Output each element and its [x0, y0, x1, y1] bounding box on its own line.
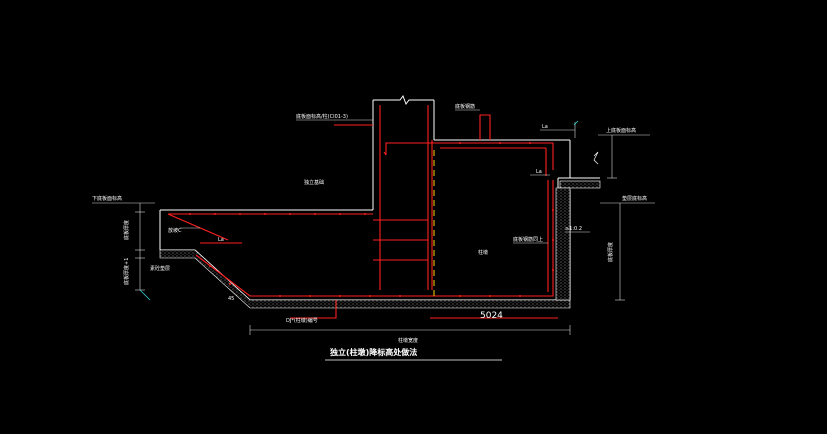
label-right-elev: 垫层底标高	[622, 195, 647, 202]
label-rebar-note: 底板钢筋同上	[513, 236, 543, 243]
label-top-left-slab: 底板面标高/柱(CI01-3)	[296, 113, 348, 120]
label-mid-right: 柱墩	[478, 249, 488, 256]
label-left-vert-2: 底板厚度+1	[123, 258, 130, 285]
cyan-marks	[139, 120, 579, 301]
dimension-lines	[92, 109, 655, 361]
label-bottom-mid: 柱墩宽度	[398, 337, 418, 344]
label-left-elev: 下底板面标高	[92, 195, 122, 202]
label-left-slope: 放坡C	[168, 227, 182, 234]
label-slope-dim: ≥1:0.2	[565, 226, 582, 232]
label-mid-left: 独立基础	[304, 179, 324, 186]
label-left-pad: 素砼垫层	[150, 265, 170, 272]
label-right-vert: 底板厚度	[607, 242, 614, 262]
label-la-1: La	[218, 237, 224, 243]
label-top-right-elev: 上底板面标高	[606, 127, 636, 134]
drawing-title: 独立(柱墩)降标高处做法	[329, 347, 417, 357]
label-left-vert-1: 底板厚度	[123, 220, 130, 240]
break-mark	[593, 151, 599, 165]
label-dim-5024: 5024	[480, 311, 503, 321]
label-bottom-left: DJ*(柱墩)编号	[286, 317, 318, 324]
label-dim-left: 45	[228, 296, 234, 302]
label-top-right-rebar: 底板钢筋	[455, 103, 475, 110]
rebar	[167, 105, 558, 319]
labels: 底板面标高/柱(CI01-3) 底板钢筋 上底板面标高 下底板面标高 垫层底标高…	[92, 103, 647, 357]
label-la-3: La	[536, 169, 542, 175]
label-la-2: La	[542, 124, 548, 130]
rebar-dots	[189, 142, 554, 297]
